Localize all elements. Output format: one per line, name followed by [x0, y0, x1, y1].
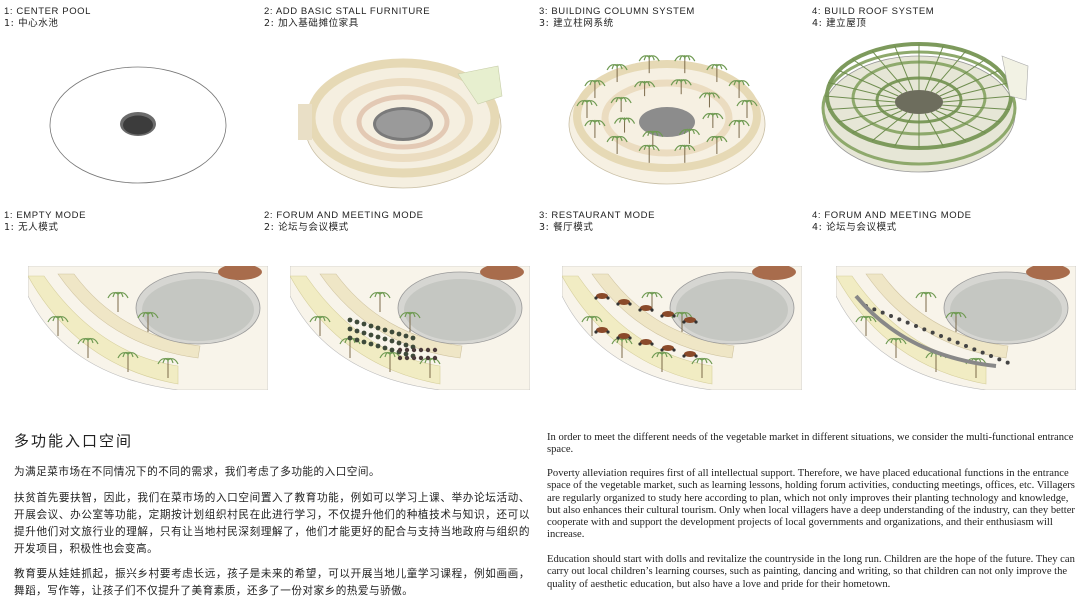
mode-4-title-en: 4: FORUM AND MEETING MODE [812, 210, 972, 221]
mode-4-caption: 4: FORUM AND MEETING MODE 4: 论坛与会议模式 [812, 210, 972, 234]
mode-2-forum-rendering [290, 266, 530, 390]
column-plant [674, 144, 696, 163]
step-1-title-zh: 1: 中心水池 [4, 18, 59, 29]
step-4-caption: 4: BUILD ROOF SYSTEM 4: 建立屋顶 [812, 6, 934, 30]
step-2-title-en: 2: ADD BASIC STALL FURNITURE [264, 6, 431, 17]
column-plant [702, 112, 724, 128]
mode-1-empty-rendering [28, 266, 268, 390]
step-3-columns [576, 54, 758, 163]
step-4-title-zh: 4: 建立屋顶 [812, 18, 867, 29]
step-3-title-en: 3: BUILDING COLUMN SYSTEM [539, 6, 695, 17]
column-plant [634, 80, 656, 97]
step-2-stall-furniture-diagram [298, 44, 508, 194]
mode-3-title-zh: 3: 餐厅模式 [539, 222, 594, 233]
column-plant [706, 135, 728, 154]
step-1-center-pool-diagram [48, 60, 228, 190]
column-plant [670, 79, 692, 95]
mode-2-title-zh: 2: 论坛与会议模式 [264, 222, 349, 233]
column-plant [606, 135, 628, 154]
column-plant [614, 117, 636, 133]
column-plant [674, 54, 696, 74]
step-3-column-system-diagram [562, 40, 772, 190]
mode-1-caption: 1: EMPTY MODE 1: 无人模式 [4, 210, 86, 234]
mode-2-caption: 2: FORUM AND MEETING MODE 2: 论坛与会议模式 [264, 210, 424, 234]
column-plant [736, 99, 758, 118]
column-plant [728, 79, 750, 99]
step-3-caption: 3: BUILDING COLUMN SYSTEM 3: 建立柱网系统 [539, 6, 695, 30]
mode-3-caption: 3: RESTAURANT MODE 3: 餐厅模式 [539, 210, 655, 234]
column-plant [642, 130, 664, 146]
column-plant [698, 92, 720, 108]
english-paragraph-1: In order to meet the different needs of … [547, 432, 1074, 456]
step-4-title-en: 4: BUILD ROOF SYSTEM [812, 6, 935, 17]
step-4-roof-system-diagram [814, 26, 1034, 176]
step-2-title-zh: 2: 加入基础摊位家具 [264, 18, 359, 29]
column-plant [584, 119, 606, 138]
step-4-roof-beams [824, 44, 1014, 148]
mode-4-title-zh: 4: 论坛与会议模式 [812, 222, 897, 233]
column-plant [610, 96, 632, 113]
chinese-paragraph-1: 为满足菜市场在不同情况下的不同的需求，我们考虑了多功能的入口空间。 [14, 466, 381, 478]
mode-1-title-en: 1: EMPTY MODE [4, 210, 87, 221]
column-plant [576, 99, 598, 118]
column-plant [706, 63, 728, 83]
step-1-title-en: 1: CENTER POOL [4, 6, 92, 17]
column-plant [584, 79, 606, 99]
column-plant [638, 144, 660, 163]
mode-2-title-en: 2: FORUM AND MEETING MODE [264, 210, 424, 221]
step-2-caption: 2: ADD BASIC STALL FURNITURE 2: 加入基础摊位家具 [264, 6, 430, 30]
chinese-section-title: 多功能入口空间 [14, 432, 134, 450]
column-plant [606, 63, 628, 83]
english-paragraph-3: Education should start with dolls and re… [547, 554, 1075, 590]
step-1-caption: 1: CENTER POOL 1: 中心水池 [4, 6, 91, 30]
english-paragraph-2: Poverty alleviation requires first of al… [547, 468, 1075, 541]
mode-3-restaurant-rendering [562, 266, 802, 390]
chinese-paragraph-3: 教育要从娃娃抓起，振兴乡村要考虑长远，孩子是未来的希望，可以开展当地儿童学习课程… [14, 568, 530, 597]
step-3-title-zh: 3: 建立柱网系统 [539, 18, 614, 29]
mode-1-title-zh: 1: 无人模式 [4, 222, 59, 233]
column-plant [728, 119, 750, 138]
column-plant [678, 128, 700, 144]
chinese-paragraph-2: 扶贫首先要扶智，因此，我们在菜市场的入口空间置入了教育功能，例如可以学习上课、举… [14, 492, 530, 555]
mode-4-forum-rendering [836, 266, 1076, 390]
mode-3-title-en: 3: RESTAURANT MODE [539, 210, 656, 221]
column-plant [638, 54, 660, 74]
